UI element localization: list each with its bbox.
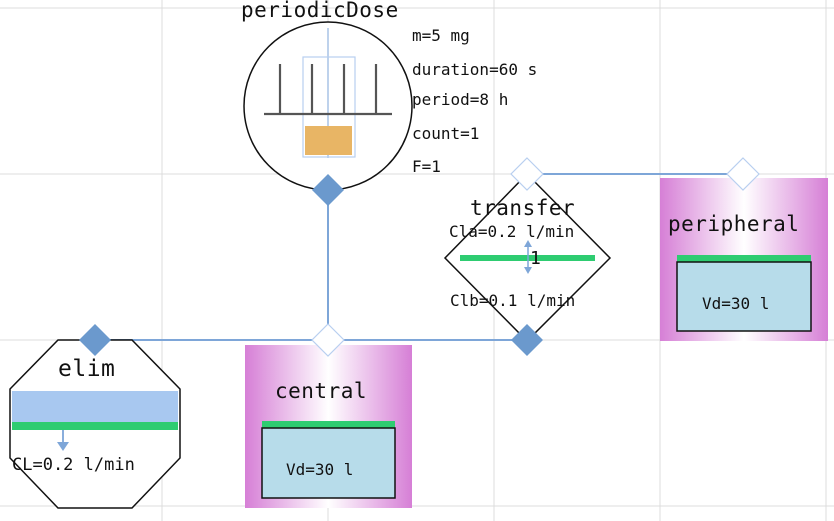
periodic-dose-block[interactable]: [243, 21, 413, 191]
central-volume: Vd=30 l: [286, 460, 354, 479]
transfer-top-port[interactable]: [510, 157, 544, 191]
central-level-bar: [262, 421, 395, 428]
dose-param-mass: m=5 mg: [412, 26, 470, 45]
central-title: central: [275, 379, 368, 403]
peripheral-port[interactable]: [726, 157, 760, 191]
transfer-arrow-down: [524, 267, 532, 274]
transfer-title: transfer: [470, 196, 576, 220]
elim-level-bar: [12, 422, 178, 430]
dose-output-port[interactable]: [312, 174, 344, 206]
elim-title: elim: [58, 356, 116, 382]
central-port[interactable]: [311, 323, 345, 357]
transfer-bottom-port[interactable]: [511, 324, 543, 356]
dose-param-duration: duration=60 s: [412, 60, 538, 79]
central-volume-box: [261, 427, 396, 499]
elim-fill: [12, 391, 178, 422]
connections[interactable]: [95, 173, 743, 341]
elim-clearance: CL=0.2 l/min: [12, 455, 135, 475]
elim-block[interactable]: [9, 339, 181, 509]
elim-arrow-head: [57, 442, 69, 451]
dose-param-count: count=1: [412, 124, 480, 143]
dose-icon-frame: [302, 56, 356, 158]
peripheral-level-bar: [677, 255, 811, 262]
peripheral-title: peripheral: [668, 212, 800, 236]
dose-param-bioavailability: F=1: [412, 157, 441, 176]
peripheral-volume-box: [676, 261, 812, 332]
central-compartment[interactable]: [245, 345, 412, 508]
peripheral-volume: Vd=30 l: [702, 294, 770, 313]
ports[interactable]: [79, 157, 760, 357]
dose-param-period: period=8 h: [412, 90, 509, 109]
elim-port[interactable]: [79, 324, 111, 356]
transfer-cla: Cla=0.2 l/min: [449, 222, 575, 241]
dose-amount-fill: [305, 126, 352, 155]
transfer-stoichiometry: 1: [530, 248, 541, 269]
peripheral-compartment[interactable]: [660, 178, 828, 341]
dose-pulse-icon: [264, 64, 392, 116]
transfer-arrow-up: [524, 240, 532, 247]
periodic-dose-title: periodicDose: [241, 0, 399, 22]
transfer-clb: Clb=0.1 l/min: [450, 291, 576, 310]
